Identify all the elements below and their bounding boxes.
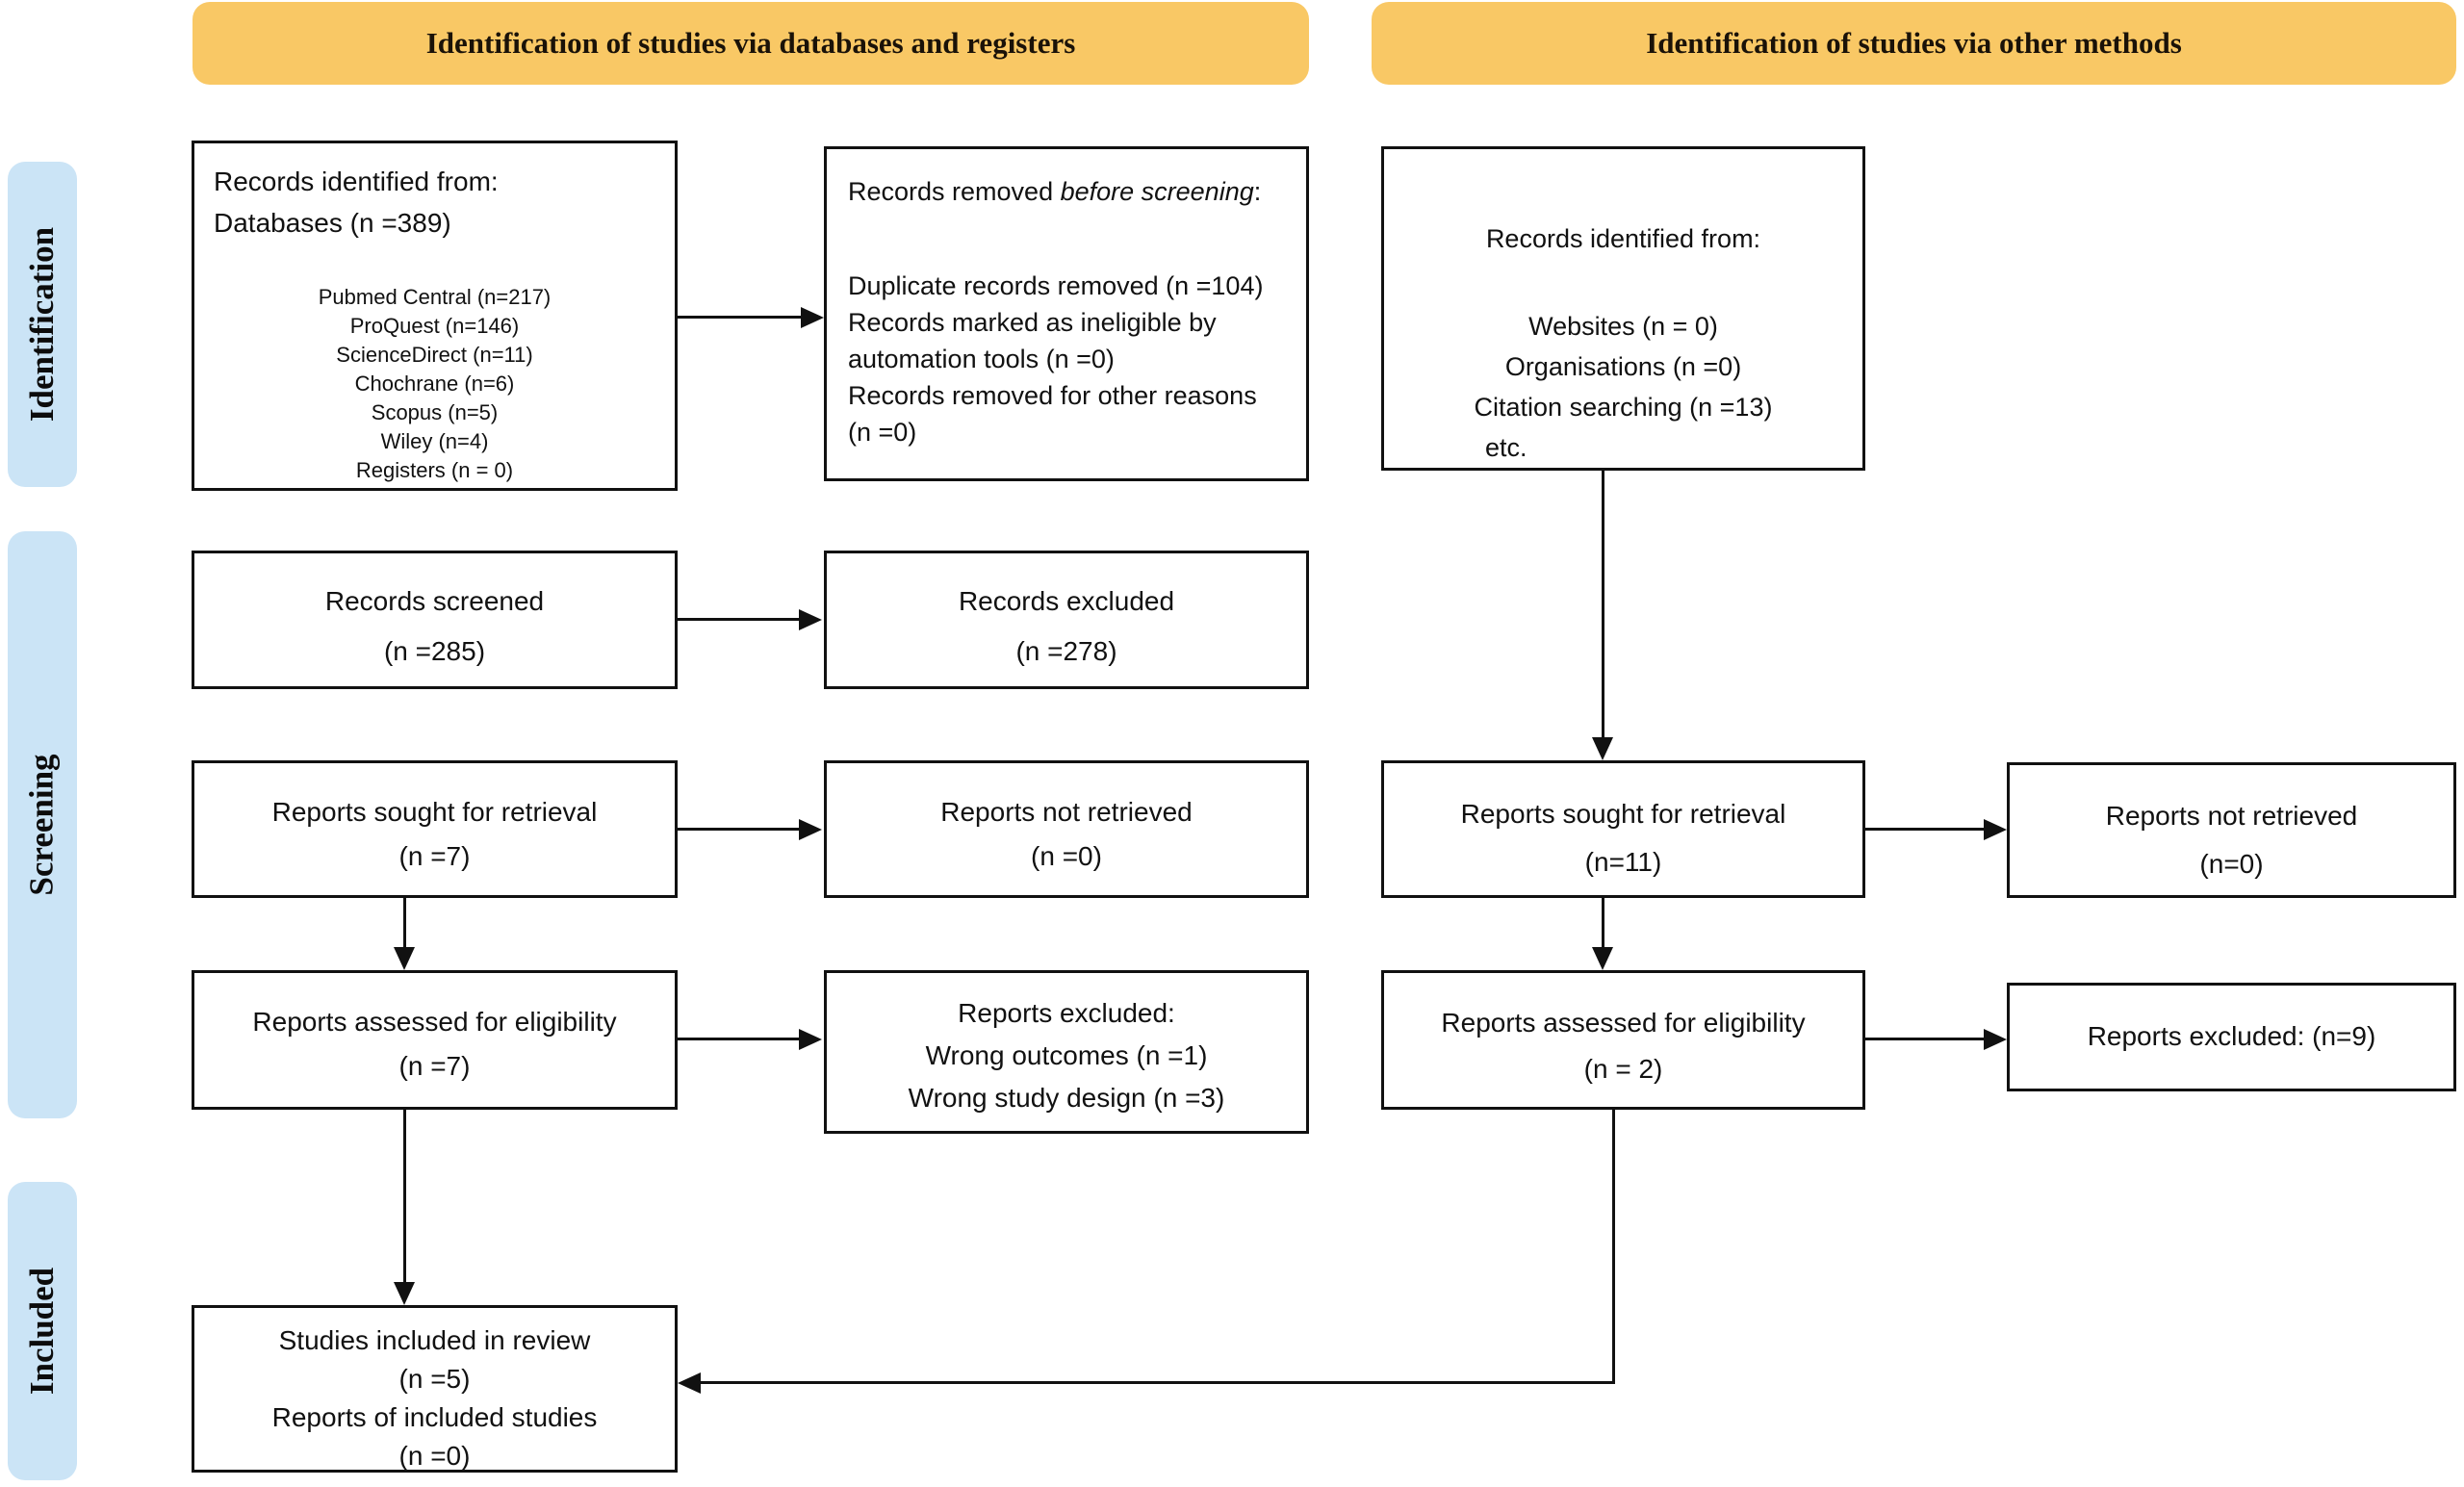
arrow-sought-to-notretrieved-db (678, 828, 801, 831)
arrow-assessed-to-excluded-other (1865, 1038, 1984, 1040)
list-item: Chochrane (n=6) (354, 371, 515, 396)
arrowhead (1592, 737, 1613, 760)
arrow-sought-to-notretrieved-other (1865, 828, 1984, 831)
other-sources-list: Websites (n = 0) Organisations (n =0) Ci… (1384, 306, 1862, 468)
box-records-identified-databases: Records identified from: Databases (n =3… (192, 141, 678, 491)
banner-other-methods: Identification of studies via other meth… (1372, 2, 2456, 85)
stage-bar-included: Included (8, 1182, 77, 1480)
arrowhead (1984, 1029, 2007, 1050)
arrowhead (801, 307, 824, 328)
list-item: Pubmed Central (n=217) (318, 284, 552, 309)
box-title: Records removed before screening: (848, 177, 1262, 206)
arrow-identified-to-sought-other (1602, 471, 1604, 738)
database-list: Pubmed Central (n=217) ProQuest (n=146) … (214, 283, 655, 485)
elbow-assessed-other-vertical (1612, 1110, 1615, 1384)
stage-label-identification: Identification (23, 226, 62, 423)
removed-reasons-list: Duplicate records removed (n =104) Recor… (848, 268, 1285, 450)
box-records-removed-before-screening: Records removed before screening: Duplic… (824, 146, 1309, 481)
arrow-assessed-to-excluded-db (678, 1038, 801, 1040)
arrowhead (799, 1029, 822, 1050)
list-item: Records marked as ineligible by automati… (848, 307, 1217, 373)
arrowhead (799, 819, 822, 840)
list-item: Scopus (n=5) (371, 399, 499, 424)
box-reports-not-retrieved-other: Reports not retrieved (n=0) (2007, 762, 2456, 898)
box-studies-included: Studies included in review (n =5) Report… (192, 1305, 678, 1473)
list-item: Citation searching (n =13) (1474, 393, 1773, 423)
box-title: Records identified from: (1485, 224, 1761, 253)
box-reports-excluded-databases: Reports excluded: Wrong outcomes (n =1) … (824, 970, 1309, 1134)
arrowhead (394, 947, 415, 970)
box-reports-excluded-other: Reports excluded: (n=9) (2007, 983, 2456, 1091)
stage-label-included: Included (23, 1267, 61, 1396)
list-item: ProQuest (n=146) (349, 313, 520, 338)
arrowhead (394, 1282, 415, 1305)
box-title: Records identified from: Databases (n =3… (214, 167, 499, 239)
list-item: Organisations (n =0) (1504, 352, 1742, 382)
banner-left-label: Identification of studies via databases … (425, 26, 1076, 60)
arrowhead (799, 609, 822, 630)
box-records-excluded: Records excluded (n =278) (824, 551, 1309, 689)
arrow-screened-to-excluded (678, 618, 801, 621)
box-reports-sought-other: Reports sought for retrieval (n=11) (1381, 760, 1865, 898)
list-item: Websites (n = 0) (1528, 312, 1718, 342)
box-records-identified-other: Records identified from: Websites (n = 0… (1381, 146, 1865, 471)
box-records-screened: Records screened (n =285) (192, 551, 678, 689)
banner-databases-registers: Identification of studies via databases … (192, 2, 1309, 85)
arrow-sought-to-assessed-other (1602, 898, 1604, 948)
elbow-assessed-other-horizontal (699, 1381, 1615, 1384)
arrowhead (1592, 947, 1613, 970)
list-item: Wiley (n=4) (380, 428, 489, 453)
arrow-identified-to-removed (678, 316, 803, 319)
arrowhead (1984, 819, 2007, 840)
banner-right-label: Identification of studies via other meth… (1646, 26, 2182, 60)
box-reports-assessed-databases: Reports assessed for eligibility (n =7) (192, 970, 678, 1110)
list-item: Duplicate records removed (n =104) (848, 270, 1264, 300)
list-item: ScienceDirect (n=11) (336, 342, 533, 367)
list-item: Records removed for other reasons (n =0) (848, 380, 1257, 447)
box-reports-assessed-other: Reports assessed for eligibility (n = 2) (1381, 970, 1865, 1110)
box-reports-not-retrieved-databases: Reports not retrieved (n =0) (824, 760, 1309, 898)
list-item: etc. (1485, 433, 1527, 463)
arrow-assessed-to-included (403, 1110, 406, 1283)
arrowhead (678, 1372, 701, 1394)
stage-bar-screening: Screening (8, 531, 77, 1118)
stage-label-screening: Screening (23, 754, 62, 896)
stage-bar-identification: Identification (8, 162, 77, 487)
list-item: Registers (n = 0) (355, 457, 514, 482)
box-reports-sought-databases: Reports sought for retrieval (n =7) (192, 760, 678, 898)
arrow-sought-to-assessed-db (403, 898, 406, 948)
